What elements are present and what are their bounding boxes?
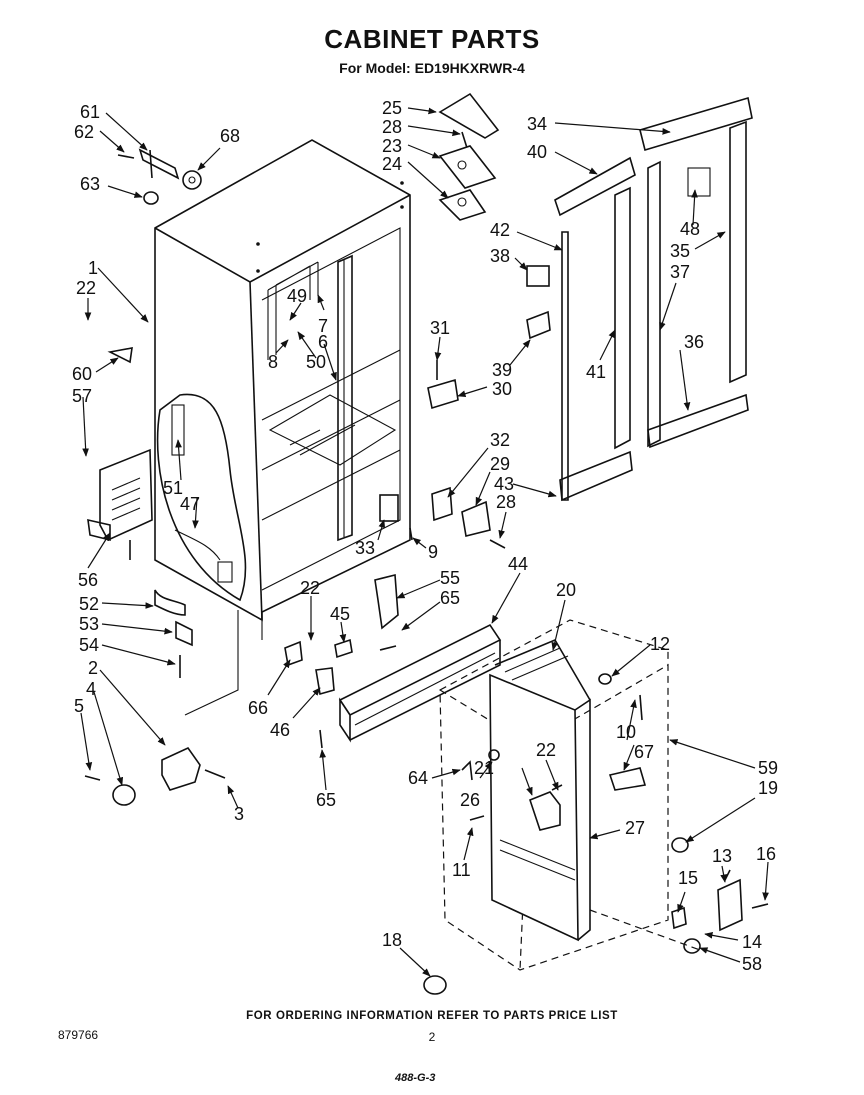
part-label-19: 19	[758, 778, 778, 798]
crisper-rail-assembly	[284, 573, 502, 749]
part-label-22: 22	[76, 278, 96, 298]
ordering-note: FOR ORDERING INFORMATION REFER TO PARTS …	[246, 1010, 618, 1022]
part-label-55: 55	[440, 568, 460, 588]
part-label-11: 11	[452, 860, 471, 880]
part-label-68: 68	[220, 126, 240, 146]
part-label-8: 8	[268, 352, 278, 372]
part-label-36: 36	[684, 332, 704, 352]
door-gasket-frames	[554, 96, 753, 502]
revision-stamp: 488-G-3	[395, 1072, 436, 1084]
top-hinge-assembly	[438, 92, 500, 221]
left-side-parts	[84, 148, 226, 806]
part-label-65: 65	[440, 588, 460, 608]
refrigerator-cabinet	[154, 139, 411, 716]
part-label-65b: 65	[316, 790, 336, 810]
part-label-26: 26	[460, 790, 480, 810]
part-label-32: 32	[490, 430, 510, 450]
part-label-58: 58	[742, 954, 762, 974]
part-label-30: 30	[492, 379, 512, 399]
part-label-60: 60	[72, 364, 92, 384]
part-label-9: 9	[428, 542, 438, 562]
part-label-22b: 22	[300, 578, 320, 598]
part-label-45: 45	[330, 604, 350, 624]
part-label-24: 24	[382, 154, 402, 174]
part-label-50: 50	[306, 352, 326, 372]
leader-lines	[80, 107, 769, 977]
part-label-6: 6	[318, 332, 328, 352]
part-label-34: 34	[527, 114, 547, 134]
part-label-35: 35	[670, 241, 690, 261]
part-label-56: 56	[78, 570, 98, 590]
part-label-61: 61	[80, 102, 100, 122]
part-label-33: 33	[355, 538, 375, 558]
part-label-31: 31	[430, 318, 450, 338]
part-label-18: 18	[382, 930, 402, 950]
part-label-15: 15	[678, 868, 698, 888]
part-label-22c: 22	[536, 740, 556, 760]
part-label-53: 53	[79, 614, 99, 634]
part-number-labels: 61 62 63 68 25 28 23 24 34 40 48 35 37 3…	[72, 98, 778, 974]
part-label-40: 40	[527, 142, 547, 162]
part-label-3: 3	[234, 804, 244, 824]
part-label-23: 23	[382, 136, 402, 156]
part-label-28: 28	[382, 117, 402, 137]
part-label-20: 20	[556, 580, 576, 600]
part-label-43: 43	[494, 474, 514, 494]
part-label-67: 67	[634, 742, 654, 762]
part-label-14: 14	[742, 932, 762, 952]
part-label-62: 62	[74, 122, 94, 142]
part-label-44: 44	[508, 554, 528, 574]
part-label-57: 57	[72, 386, 92, 406]
part-label-21: 21	[474, 758, 494, 778]
part-label-2: 2	[88, 658, 98, 678]
part-label-46: 46	[270, 720, 290, 740]
part-label-64: 64	[408, 768, 428, 788]
part-label-41: 41	[586, 362, 606, 382]
page-number: 2	[428, 1030, 436, 1044]
part-label-47: 47	[180, 494, 200, 514]
part-label-13: 13	[712, 846, 732, 866]
freezer-door-assembly	[439, 619, 689, 971]
mid-small-parts	[409, 265, 551, 549]
part-label-38: 38	[490, 246, 510, 266]
part-label-59: 59	[758, 758, 778, 778]
diagram-title: CABINET PARTS	[324, 24, 540, 54]
part-label-1: 1	[88, 258, 98, 278]
part-label-49: 49	[287, 286, 307, 306]
bottom-hinge-parts	[423, 869, 769, 995]
part-label-66: 66	[248, 698, 268, 718]
part-label-51: 51	[163, 478, 183, 498]
part-label-28b: 28	[496, 492, 516, 512]
part-label-48: 48	[680, 219, 700, 239]
part-label-42: 42	[490, 220, 510, 240]
part-label-39: 39	[492, 360, 512, 380]
part-label-54: 54	[79, 635, 99, 655]
part-label-12: 12	[650, 634, 670, 654]
part-label-16: 16	[756, 844, 776, 864]
part-label-7: 7	[318, 316, 328, 336]
part-label-10: 10	[616, 722, 636, 742]
part-label-37: 37	[670, 262, 690, 282]
part-label-5: 5	[74, 696, 84, 716]
part-label-25: 25	[382, 98, 402, 118]
part-label-63: 63	[80, 174, 100, 194]
part-label-52: 52	[79, 594, 99, 614]
part-label-29: 29	[490, 454, 510, 474]
model-line: For Model: ED19HKXRWR-4	[339, 60, 525, 76]
document-number: 879766	[58, 1028, 99, 1042]
part-label-4: 4	[86, 679, 96, 699]
part-label-27: 27	[625, 818, 645, 838]
